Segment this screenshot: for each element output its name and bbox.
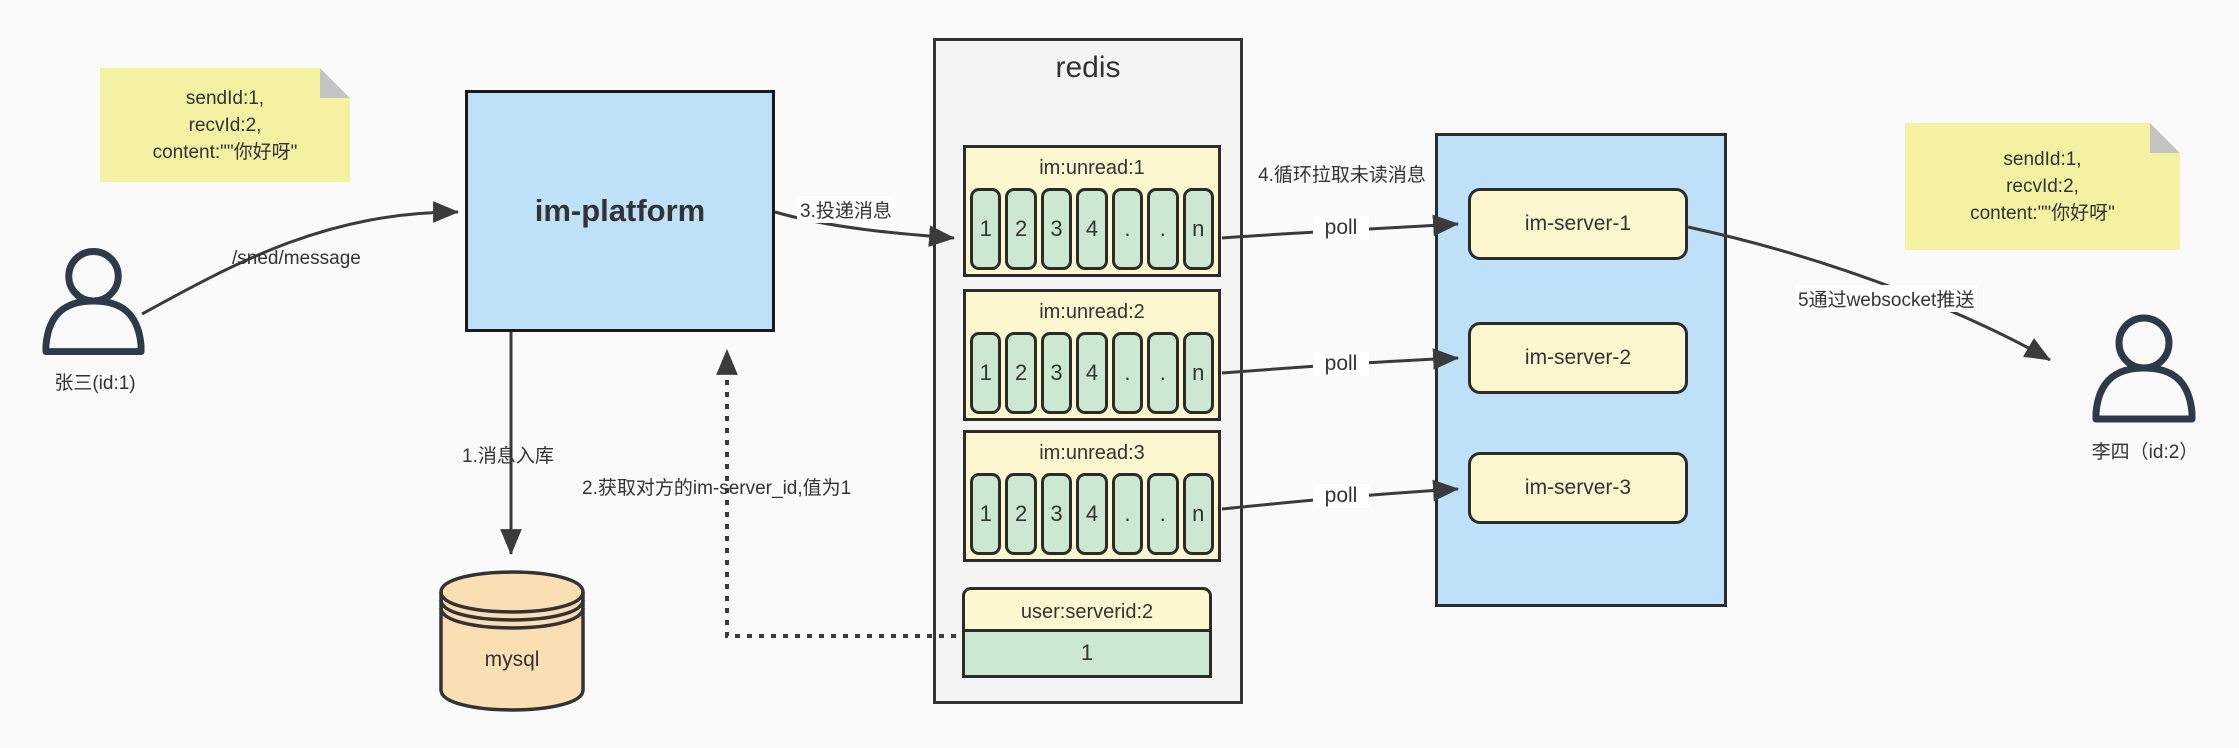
- edge-label-step3: 3.投递消息: [797, 196, 895, 223]
- list-cell: n: [1182, 188, 1214, 270]
- list-cell: n: [1182, 332, 1214, 414]
- note-line: sendId:1,: [2003, 149, 2082, 170]
- note-line: recvId:2,: [2006, 176, 2079, 197]
- list-cell: 3: [1040, 332, 1073, 414]
- list-cell: 3: [1040, 473, 1073, 555]
- redis-kv-value: 1: [962, 632, 1212, 678]
- list-cell: .: [1111, 188, 1144, 270]
- edge-label-step1: 1.消息入库: [462, 446, 554, 467]
- redis-kv-key: user:serverid:2: [962, 587, 1212, 632]
- list-cell: 4: [1076, 188, 1108, 270]
- edge-label-step2: 2.获取对方的im-server_id,值为1: [582, 478, 852, 499]
- im-platform-node: im-platform: [465, 90, 775, 332]
- mysql-label: mysql: [484, 648, 540, 671]
- list-cell: 2: [1005, 332, 1037, 414]
- list-cell: .: [1147, 188, 1179, 270]
- im-server-2-node: im-server-2: [1468, 322, 1688, 394]
- edge-label-poll-3: poll: [1313, 484, 1369, 508]
- list-cell: 4: [1076, 332, 1108, 414]
- edge-label-step4: 4.循环拉取未读消息: [1258, 165, 1426, 186]
- edge-label-step5: 5通过websocket推送: [1795, 285, 1978, 312]
- list-cell: 1: [970, 332, 1002, 414]
- redis-list-key: im:unread:3: [1039, 442, 1145, 464]
- mysql-cylinder-icon: [439, 570, 585, 712]
- note-fold-corner: [2150, 123, 2180, 153]
- sticky-note-left: sendId:1, recvId:2, content:""你好呀": [100, 68, 350, 182]
- edge-label-poll-2: poll: [1313, 352, 1369, 376]
- list-cell: .: [1111, 473, 1144, 555]
- redis-title: redis: [1055, 51, 1121, 84]
- list-cell: 2: [1005, 473, 1037, 555]
- note-fold-corner: [320, 68, 350, 98]
- list-cell: 2: [1005, 188, 1037, 270]
- im-platform-label: im-platform: [534, 193, 706, 228]
- receiver-label: 李四（id:2）: [2091, 442, 2199, 463]
- redis-list-key: im:unread:2: [1039, 301, 1145, 323]
- person-receiver-icon: [2092, 314, 2196, 423]
- list-cell: .: [1147, 473, 1179, 555]
- im-server-3-node: im-server-3: [1468, 452, 1688, 524]
- im-server-1-node: im-server-1: [1468, 188, 1688, 260]
- list-cell: n: [1182, 473, 1214, 555]
- list-cell: 4: [1076, 473, 1108, 555]
- edge-label-send-api: /sned/message: [232, 248, 361, 269]
- note-line: content:""你好呀": [1970, 203, 2115, 224]
- list-cell: .: [1111, 332, 1144, 414]
- redis-kv-user-serverid: user:serverid:2 1: [962, 587, 1212, 678]
- list-cell: 1: [970, 473, 1002, 555]
- list-cell: 1: [970, 188, 1002, 270]
- note-line: content:""你好呀": [152, 141, 298, 163]
- sender-label: 张三(id:1): [54, 373, 136, 394]
- person-sender-icon: [42, 248, 145, 356]
- sticky-note-right: sendId:1, recvId:2, content:""你好呀": [1905, 123, 2180, 250]
- redis-list-key: im:unread:1: [1039, 157, 1145, 179]
- list-cell: 3: [1040, 188, 1073, 270]
- edge-label-poll-1: poll: [1313, 216, 1369, 240]
- list-cell: .: [1147, 332, 1179, 414]
- note-line: recvId:2,: [188, 114, 262, 136]
- note-line: sendId:1,: [185, 87, 265, 109]
